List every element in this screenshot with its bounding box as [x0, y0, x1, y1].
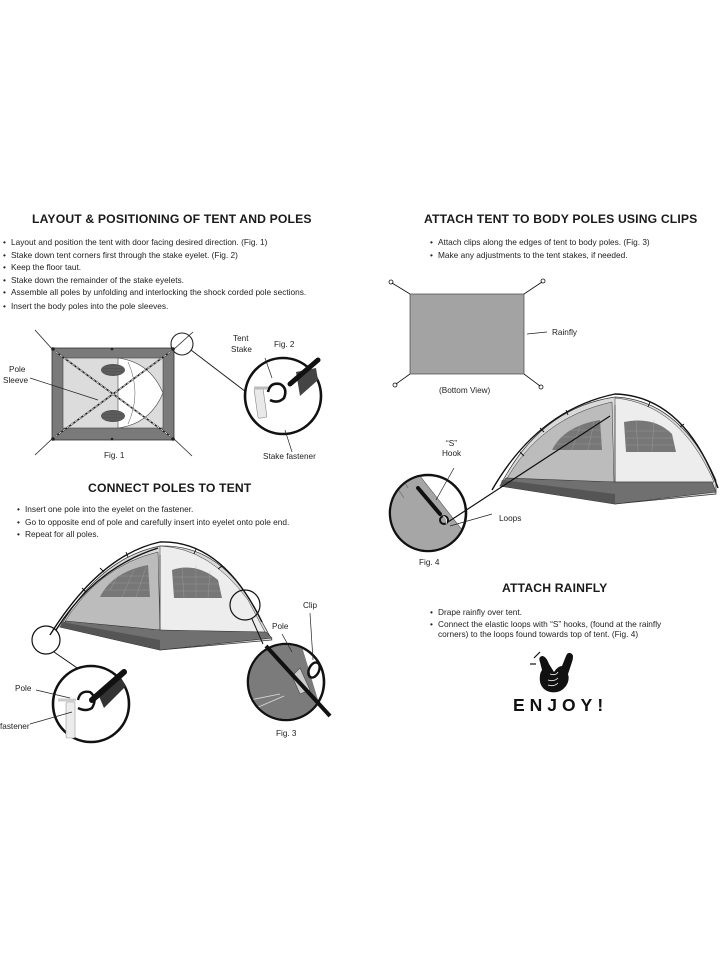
fig3-label: Fig. 3: [276, 729, 297, 738]
bottom-view-label: (Bottom View): [439, 386, 491, 395]
rainfly-label: Rainfly: [552, 328, 578, 337]
loops-label: Loops: [499, 514, 522, 523]
list-item: Attach clips along the edges of tent to …: [430, 236, 650, 249]
list-item: Layout and position the tent with door f…: [3, 236, 306, 249]
fig4-label: Fig. 4: [419, 558, 440, 567]
layout-steps-list: Layout and position the tent with door f…: [3, 236, 306, 313]
tent-label: Tent: [233, 334, 249, 343]
attach-rainfly-steps-list: Drape rainfly over tent. Connect the ela…: [430, 606, 680, 640]
list-item: Insert one pole into the eyelet on the f…: [17, 503, 289, 516]
shaka-hand-icon: [530, 651, 573, 693]
list-item: Stake down the remainder of the stake ey…: [3, 274, 306, 287]
connect-section-title: CONNECT POLES TO TENT: [88, 481, 252, 495]
list-item: Go to opposite end of pole and carefully…: [17, 516, 289, 529]
list-item: Stake down tent corners first through th…: [3, 249, 306, 262]
clip-label: Clip: [303, 601, 318, 610]
list-item: Connect the elastic loops with “S” hooks…: [430, 619, 680, 640]
stake-label: Stake: [231, 345, 252, 354]
layout-section-title: LAYOUT & POSITIONING OF TENT AND POLES: [32, 212, 312, 226]
fig1-label: Fig. 1: [104, 451, 125, 460]
pole-left-label: Pole: [15, 684, 32, 693]
pole-label: Pole: [9, 365, 26, 374]
list-item: Drape rainfly over tent.: [430, 606, 680, 619]
sleeve-label: Sleeve: [3, 376, 29, 385]
stake-fastener-label: Stake fastener: [263, 452, 316, 461]
attach-clips-steps-list: Attach clips along the edges of tent to …: [430, 236, 650, 261]
attach-clips-section-title: ATTACH TENT TO BODY POLES USING CLIPS: [424, 212, 698, 226]
list-item: Keep the floor taut.: [3, 261, 306, 274]
fig2-label: Fig. 2: [274, 340, 295, 349]
list-item: Insert the body poles into the pole slee…: [3, 300, 306, 313]
s-label: “S”: [446, 439, 457, 448]
enjoy-text: ENJOY!: [513, 695, 609, 715]
fastener-label: fastener: [0, 722, 30, 731]
attach-rainfly-section-title: ATTACH RAINFLY: [502, 581, 608, 595]
connect-steps-list: Insert one pole into the eyelet on the f…: [17, 503, 289, 541]
pole-right-label: Pole: [272, 622, 289, 631]
hook-label: Hook: [442, 449, 462, 458]
list-item: Repeat for all poles.: [17, 528, 289, 541]
list-item: Assemble all poles by unfolding and inte…: [3, 286, 306, 299]
list-item: Make any adjustments to the tent stakes,…: [430, 249, 650, 262]
